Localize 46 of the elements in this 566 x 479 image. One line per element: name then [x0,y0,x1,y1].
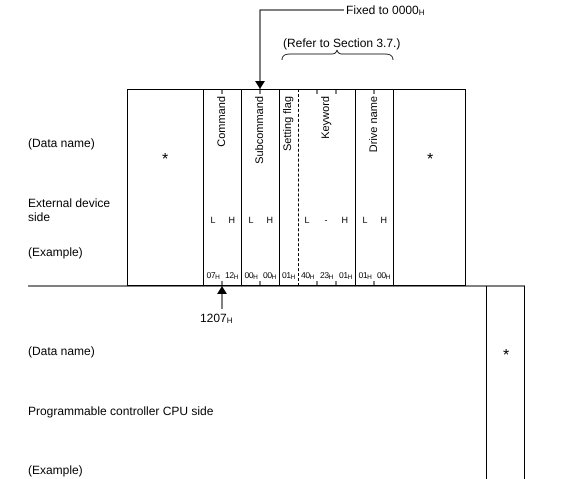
asterisk-mark: * [162,152,168,168]
byte-order-label: - [324,216,328,225]
example-value: 01$_{H}$ [339,271,352,282]
byte-order-label: L [304,216,310,225]
note-text: (Refer to Section 3.7.) [283,37,400,51]
example-value: 12$_{H}$ [225,271,238,282]
example-value: 00$_{H}$ [244,271,258,282]
row-label: (Data name) [28,345,95,359]
example-value: 00$_{H}$ [263,271,276,282]
byte-order-label: L [248,216,254,225]
annotation-text: 1207$_{H}$ [200,312,232,325]
data-field-column [203,89,241,286]
byte-order-label: H [342,216,348,225]
data-field-column [241,89,279,286]
arrow [255,10,344,90]
row-label: (Data name) [28,137,95,151]
asterisk-mark: * [427,152,434,168]
row-label: Programmable controller CPU side [28,405,214,419]
data-field-column [298,89,355,286]
field-name: Drive name [368,96,380,152]
field-name: Keyword [320,96,332,139]
data-field-column [486,286,525,479]
byte-order-label: L [362,216,368,225]
row-label: (Example) [28,246,83,260]
annotation-text: Fixed to 0000$_{H}$ [346,4,424,17]
data-field-column [127,89,203,286]
example-value: 00$_{H}$ [377,271,390,282]
example-value: 23$_{H}$ [320,271,333,282]
data-field-column [355,89,393,286]
field-name: Setting flag [283,96,294,152]
example-value: 01$_{H}$ [358,271,372,282]
example-value: 01$_{H}$ [282,271,295,282]
arrow [217,286,227,310]
example-value: 07$_{H}$ [206,271,220,282]
field-name: Subcommand [254,96,266,164]
row-label: (Example) [28,464,83,478]
byte-order-label: H [380,216,387,225]
byte-order-label: H [228,216,235,225]
field-name: Command [216,96,228,147]
row-label: External device side [28,197,112,225]
data-field-column [279,89,298,286]
byte-order-label: L [210,216,216,225]
byte-order-label: H [266,216,273,225]
asterisk-mark: * [503,348,510,364]
data-field-column [393,89,466,286]
example-value: 40$_{H}$ [301,271,314,282]
